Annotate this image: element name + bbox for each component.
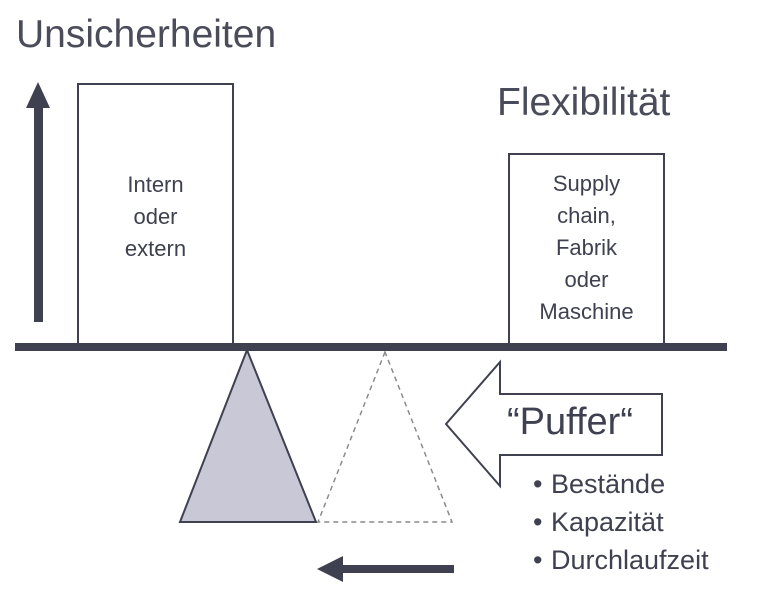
flexibility-box-line: Fabrik	[555, 235, 618, 260]
fulcrum-triangle	[178, 347, 318, 523]
up-arrow-icon	[26, 82, 50, 322]
puffer-arrow-outline	[444, 359, 663, 489]
title-flexibility: Flexibilität	[497, 81, 671, 124]
bullet-icon: •	[533, 545, 543, 575]
balance-beam	[15, 343, 727, 351]
list-item-label: Durchlaufzeit	[551, 545, 709, 575]
flexibility-box-line: oder	[564, 267, 609, 292]
uncertainty-box-line: extern	[124, 236, 187, 261]
shifted-fulcrum-outline	[316, 349, 454, 523]
list-item: • Bestände	[533, 465, 709, 503]
flexibility-box: Supply chain, Fabrik oder Maschine	[508, 153, 665, 345]
uncertainty-box-line: Intern	[127, 172, 184, 197]
buffer-list: • Bestände • Kapazität • Durchlaufzeit	[533, 465, 709, 579]
bullet-icon: •	[533, 507, 543, 537]
puffer-label: “Puffer“	[506, 401, 633, 443]
flexibility-box-line: chain,	[557, 203, 616, 228]
flexibility-box-line: Supply	[552, 171, 621, 196]
title-uncertainties: Unsicherheiten	[16, 13, 277, 56]
flexibility-box-line: Maschine	[539, 299, 634, 324]
bullet-icon: •	[533, 469, 543, 499]
list-item: • Kapazität	[533, 503, 709, 541]
shift-left-arrow-icon	[317, 556, 454, 582]
list-item-label: Kapazität	[551, 507, 664, 537]
uncertainty-box: Intern oder extern	[77, 83, 234, 345]
list-item: • Durchlaufzeit	[533, 541, 709, 579]
list-item-label: Bestände	[551, 469, 666, 499]
uncertainty-box-line: oder	[133, 204, 178, 229]
